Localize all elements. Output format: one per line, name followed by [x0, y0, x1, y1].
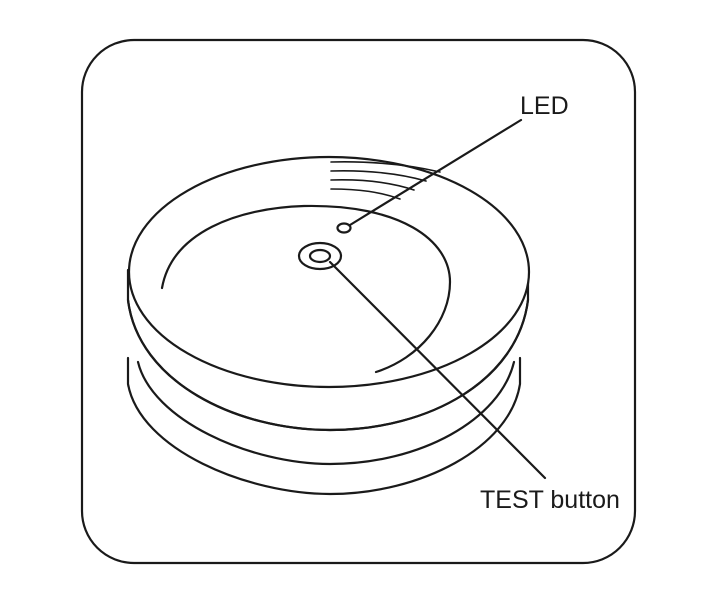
led-label: LED [520, 92, 569, 120]
diagram-frame [80, 38, 637, 565]
led-leader-line [348, 118, 523, 227]
test-button-label: TEST button [480, 486, 620, 514]
detector-top-face [127, 155, 531, 389]
test-button [297, 241, 343, 271]
mounting-base [126, 356, 522, 496]
inner-groove-arc [160, 204, 452, 374]
led-indicator [336, 222, 352, 234]
test-button-leader-line [328, 260, 547, 480]
